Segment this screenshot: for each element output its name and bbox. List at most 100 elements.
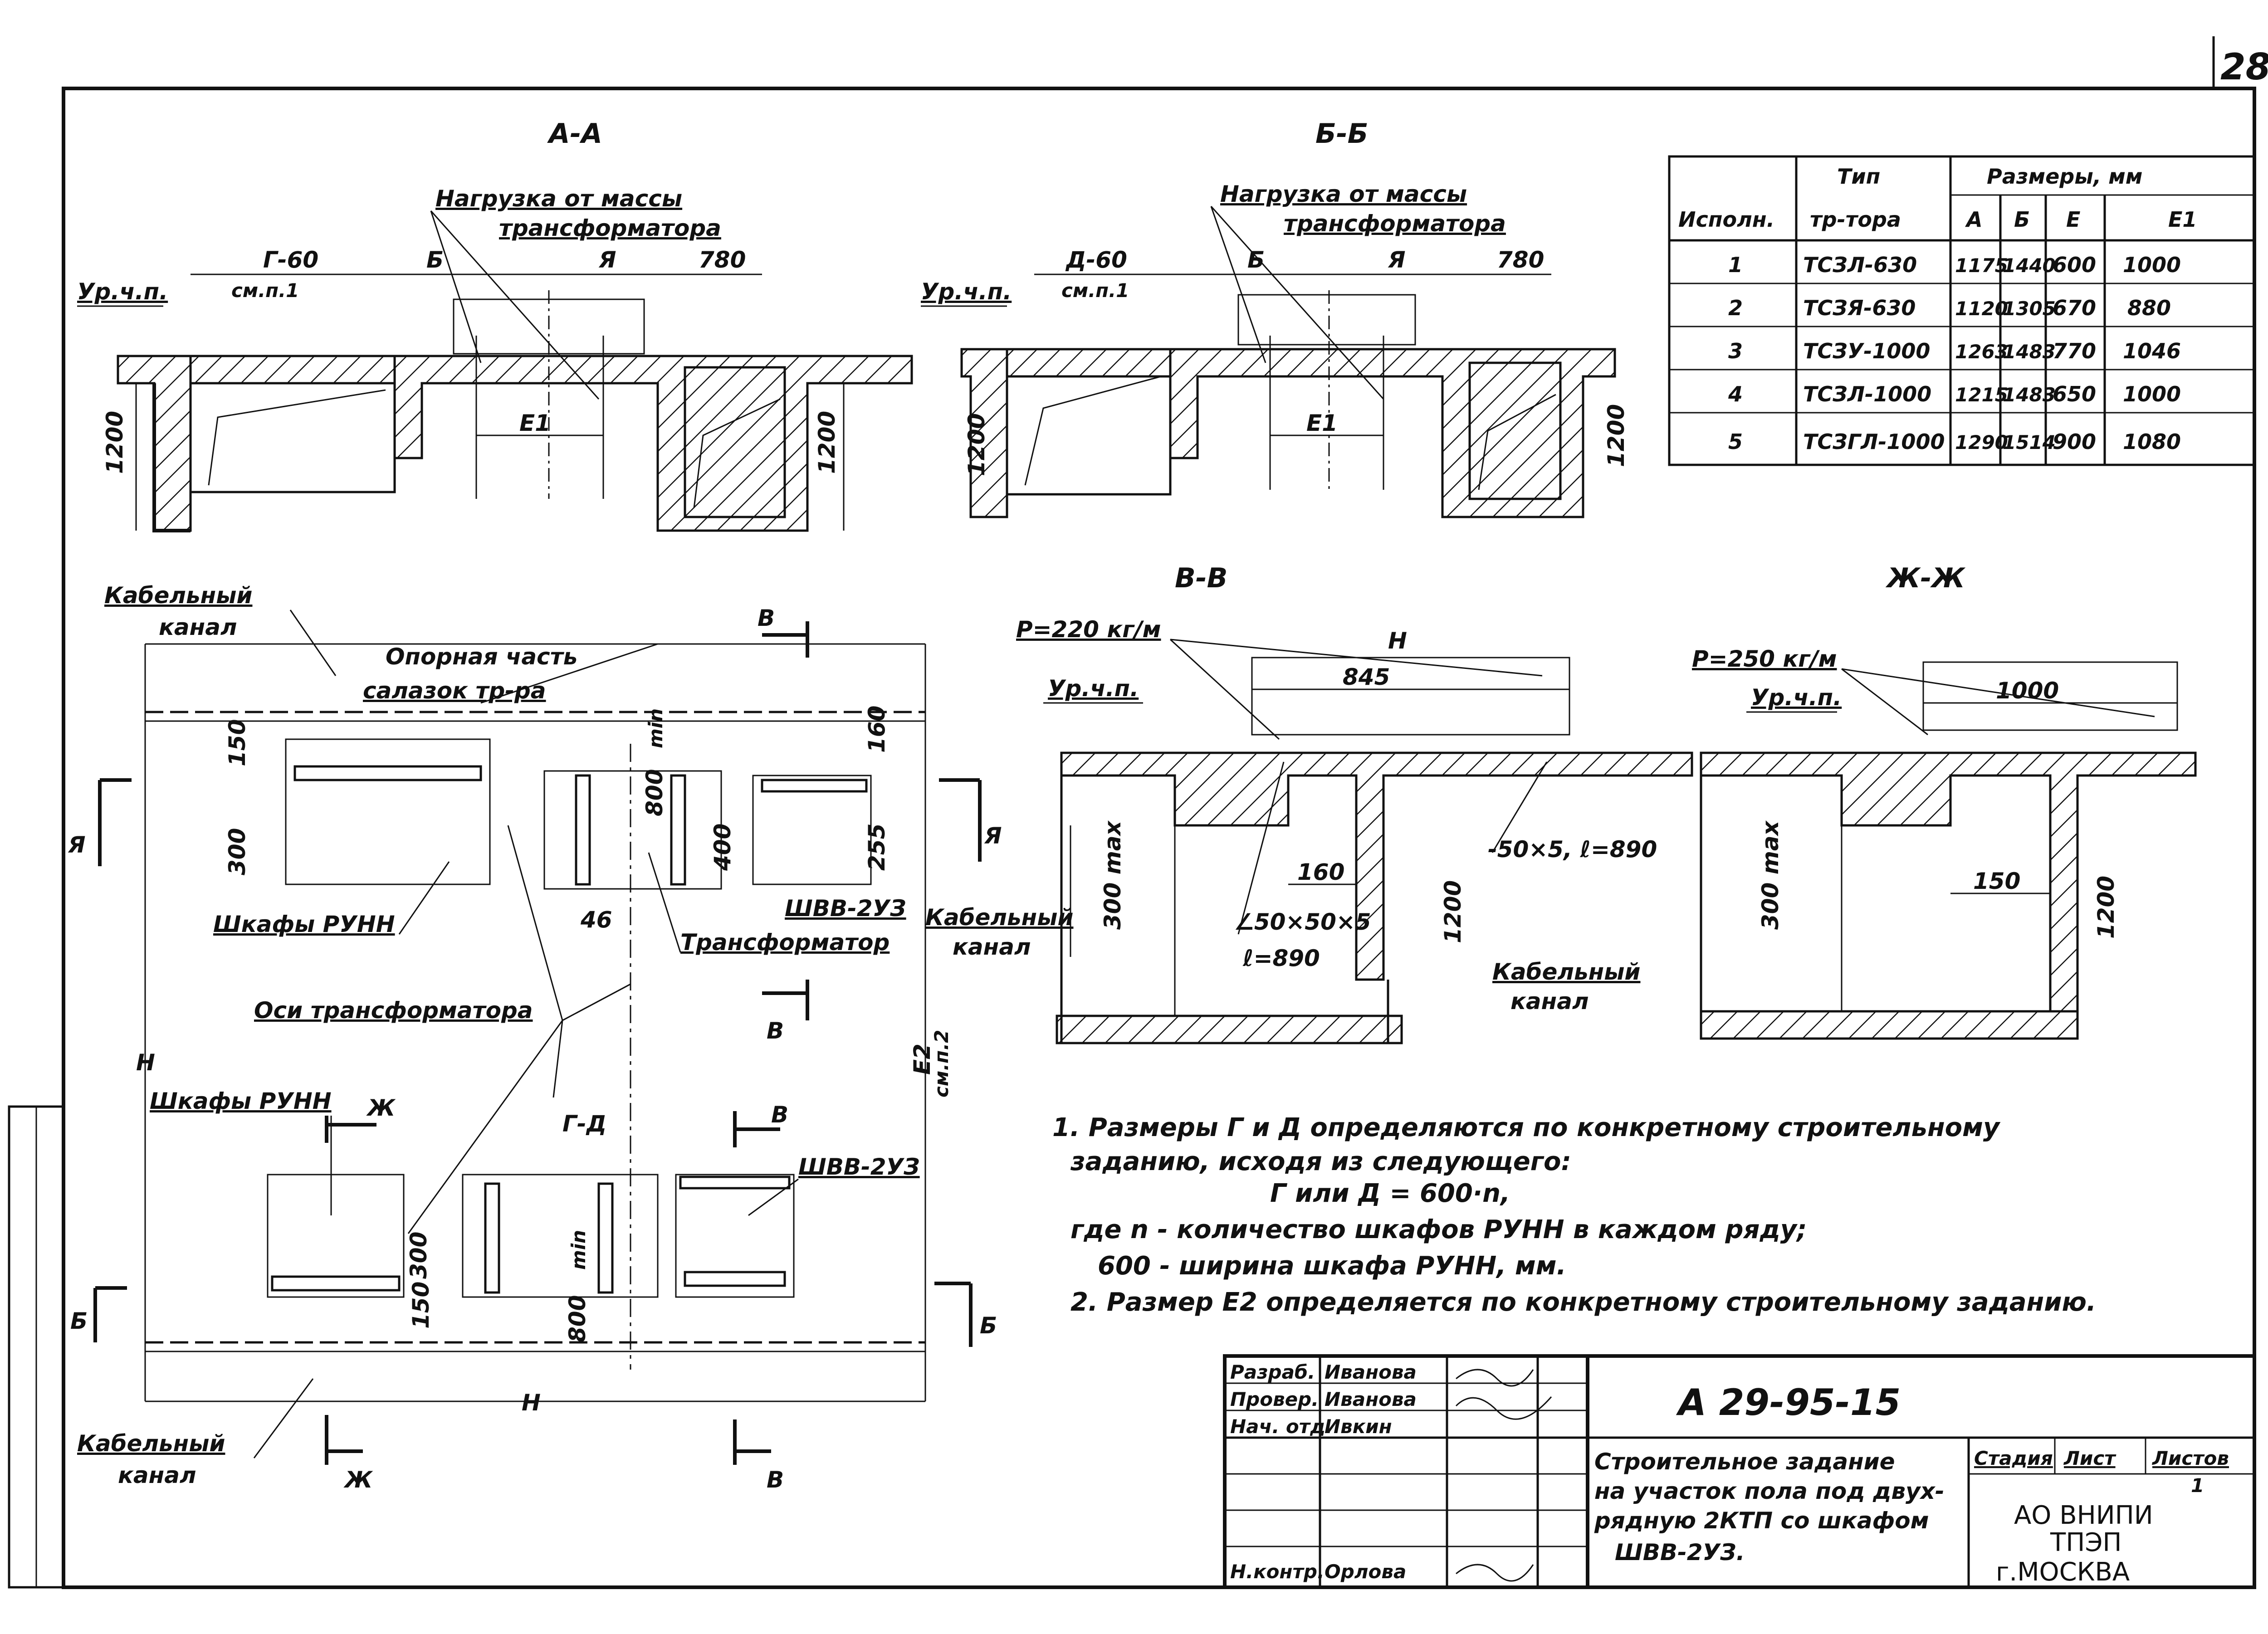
drawing-title-line-4: ШВВ-2УЗ.: [1615, 1539, 1745, 1566]
aa-pit-right-sketch: [693, 398, 781, 508]
aa-dim-1200-right: 1200: [814, 411, 840, 474]
plan-dim-e2: Е2: [909, 1044, 935, 1075]
table-cell-b: 1514: [2003, 431, 2056, 454]
plan-axes-leader-2: [562, 983, 631, 1021]
aa-dim-e1: Е1: [519, 410, 551, 436]
table-cell-e1: 1000: [2123, 253, 2181, 277]
notes: 1. Размеры Г и Д определяются по конкрет…: [1052, 1113, 2096, 1317]
plan-cabinets-runn-bottom: Шкафы РУНН: [150, 1088, 332, 1114]
plan-transformer-bottom-skid-2: [597, 1182, 614, 1294]
table-header-sizes: Размеры, мм: [1987, 164, 2143, 189]
zhzh-dim-300max: 300 max: [1757, 820, 1784, 930]
table-cell-type: ТСЗГЛ-1000: [1803, 429, 1945, 454]
section-marker-zh-bottom: Ж: [325, 1415, 373, 1493]
table-cell-e: 770: [2053, 339, 2096, 363]
vv-l890: ℓ=890: [1242, 945, 1320, 971]
section-marker-zh-mid: Ж: [325, 1095, 396, 1143]
table-cell-e1: 880: [2127, 296, 2171, 320]
zhzh-channel-bottom: [1700, 1010, 2079, 1040]
vv-load-label: P=220 кг/м: [1016, 616, 1161, 643]
drawing-code: А 29-95-15: [1676, 1381, 1901, 1424]
section-marker-v-bottom-label: В: [767, 1467, 784, 1493]
plan-dim-400: 400: [709, 824, 736, 871]
title-block-frame: [1223, 1354, 2256, 1589]
aa-dim-b: Б: [426, 247, 444, 273]
title-block: Разраб. Провер. Нач. отд. Иванова Иванов…: [1223, 1354, 2256, 1589]
zhzh-load-leader-1: [1841, 668, 1928, 736]
table-cell-a: 1120: [1955, 298, 2008, 320]
plan-dim-800-top: 800: [641, 769, 668, 816]
bb-load-label-2: трансформатора: [1284, 210, 1506, 237]
org-line-2: ТПЭП: [2050, 1528, 2122, 1557]
section-marker-v-bottom-right: В: [733, 1102, 788, 1147]
title-name-developer: Иванова: [1325, 1361, 1417, 1383]
plan-cabinet-runn-bottom-rail: [271, 1275, 401, 1292]
plan-transformer-label: Трансформатор: [680, 929, 890, 956]
bb-dim-1200-right: 1200: [1603, 404, 1629, 467]
plan-view: Кабельный канал Опорная часть салазок тр…: [68, 582, 1002, 1493]
bb-floor-level: Ур.ч.п.: [921, 278, 1012, 305]
vv-floor-level: Ур.ч.п.: [1048, 675, 1139, 702]
title-name-checker: Иванова: [1325, 1388, 1417, 1410]
signature-checker: [1455, 1396, 1552, 1420]
table-cell-n: 5: [1728, 429, 1743, 454]
table-cell-e1: 1080: [2123, 429, 2181, 454]
zhzh-transformer-base: [1922, 661, 2178, 731]
table-cell-a: 1290: [1955, 431, 2008, 454]
table-cell-e: 670: [2053, 296, 2096, 320]
plan-cable-channel-top-1: Кабельный: [104, 582, 252, 609]
table-cell-n: 3: [1728, 339, 1743, 363]
vv-cable-channel-right-1: Кабельный: [1492, 959, 1640, 985]
table-cell-e: 650: [2053, 382, 2096, 406]
bb-dim-d60: Д-60: [1065, 247, 1127, 273]
bb-load-leader-2: [1210, 206, 1266, 363]
title-role-normcontrol: Н.контр.: [1230, 1561, 1325, 1583]
plan-dim-160-top: 160: [864, 706, 890, 753]
plan-transformer-bottom-skid-1: [484, 1182, 500, 1294]
table-row: 5 ТСЗГЛ-1000 1290 1514 900 1080: [1728, 429, 2181, 454]
aa-floor-slab: [117, 355, 913, 532]
title-sheets-value: 1: [2191, 1474, 2204, 1497]
vv-dim-160: 160: [1297, 859, 1344, 885]
title-stage: Стадия: [1974, 1447, 2053, 1469]
plan-cable-channel-bottom-leader: [253, 1378, 314, 1458]
note-line-4: где n - количество шкафов РУНН в каждом …: [1070, 1215, 1807, 1244]
table-row: 2 ТСЗЯ-630 1120 1305 670 880: [1728, 296, 2171, 320]
plan-cabinet-shvv-bottom: [675, 1174, 795, 1298]
drawing-frame: [62, 87, 2256, 1589]
table-cell-a: 1175: [1955, 254, 2008, 277]
bb-dim-b: Б: [1247, 247, 1265, 273]
plan-cabinets-runn-top: Шкафы РУНН: [213, 911, 395, 937]
zhzh-load-label: P=250 кг/м: [1692, 646, 1837, 672]
plan-cabinet-runn-top: [285, 738, 491, 885]
table-cell-b: 1483: [2003, 341, 2056, 363]
aa-see-p1: см.п.1: [231, 279, 299, 302]
table-cell-b: 1440: [2003, 254, 2056, 277]
table-cell-b: 1305: [2003, 298, 2056, 320]
plan-cable-channel-bottom-1: Кабельный: [77, 1430, 225, 1457]
vv-strip: -50×5, ℓ=890: [1488, 836, 1657, 863]
vv-floor-slab: [1060, 751, 1693, 981]
table-header-ispoln: Исполн.: [1678, 207, 1774, 232]
section-marker-a-left: Я: [68, 778, 132, 866]
zhzh-dim-1000: 1000: [1996, 678, 2059, 704]
aa-dim-1200-left: 1200: [102, 411, 128, 474]
bb-pit-left-sketch: [1024, 376, 1162, 486]
section-vv-title: В-В: [1175, 562, 1227, 594]
aa-dim-g60: Г-60: [263, 247, 318, 273]
aa-dim-780: 780: [699, 247, 746, 273]
table-header-b: Б: [2014, 207, 2030, 232]
bb-load-label-1: Нагрузка от массы: [1220, 181, 1467, 207]
table-cell-a: 1215: [1955, 384, 2008, 406]
plan-transformer-top-skid-2: [670, 774, 686, 886]
title-sheets: Листов: [2151, 1447, 2229, 1469]
section-zhzh-title: Ж-Ж: [1885, 562, 1965, 594]
table-cell-a: 1263: [1955, 341, 2008, 363]
plan-cabinet-shvv-top: [752, 775, 872, 885]
table-cell-n: 4: [1728, 382, 1743, 406]
title-name-normcontrol: Орлова: [1325, 1561, 1406, 1583]
table-cell-type: ТСЗЯ-630: [1803, 296, 1916, 320]
vv-cable-channel-2: канал: [953, 934, 1031, 960]
plan-support-1: Опорная часть: [386, 644, 577, 670]
